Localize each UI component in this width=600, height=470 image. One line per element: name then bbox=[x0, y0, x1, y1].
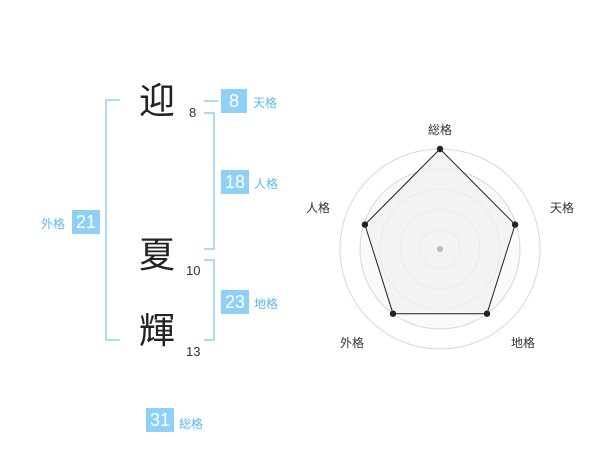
name-char-2: 夏 bbox=[139, 235, 176, 276]
name-char-3: 輝 bbox=[139, 311, 176, 352]
radar-point-2 bbox=[511, 221, 519, 228]
radar-polygon bbox=[364, 148, 516, 315]
gaikaku-label: 外格 bbox=[41, 217, 66, 231]
radar-label-chikaku: 地格 bbox=[511, 336, 536, 350]
radar-label-gaikaku: 外格 bbox=[340, 336, 365, 350]
jinkaku-label: 人格 bbox=[254, 177, 279, 191]
radar-point-1 bbox=[436, 145, 444, 153]
jinkaku-bracket bbox=[204, 112, 215, 250]
stroke-count-2: 10 bbox=[186, 263, 201, 278]
stroke-count-1: 8 bbox=[189, 105, 197, 120]
radar-point-3 bbox=[483, 310, 491, 317]
gaikaku-bracket bbox=[105, 99, 120, 341]
radar-label-jinkaku: 人格 bbox=[306, 201, 331, 215]
radar-label-soukaku: 総格 bbox=[428, 123, 453, 137]
radar-point-4 bbox=[389, 310, 397, 317]
tenkaku-value: 8 bbox=[221, 89, 247, 113]
name-char-1: 迎 bbox=[139, 81, 176, 122]
radar-label-tenkaku: 天格 bbox=[550, 201, 575, 215]
radar-center-dot bbox=[437, 246, 443, 252]
tenkaku-label: 天格 bbox=[253, 96, 278, 110]
soukaku-label: 総格 bbox=[179, 417, 204, 431]
gaikaku-value: 21 bbox=[72, 210, 100, 234]
soukaku-value: 31 bbox=[146, 408, 174, 432]
chikaku-label: 地格 bbox=[254, 297, 279, 311]
jinkaku-value: 18 bbox=[221, 170, 249, 194]
radar-point-5 bbox=[361, 221, 369, 228]
stroke-count-3: 13 bbox=[186, 344, 201, 359]
chikaku-value: 23 bbox=[221, 290, 249, 314]
chikaku-bracket bbox=[204, 259, 215, 341]
